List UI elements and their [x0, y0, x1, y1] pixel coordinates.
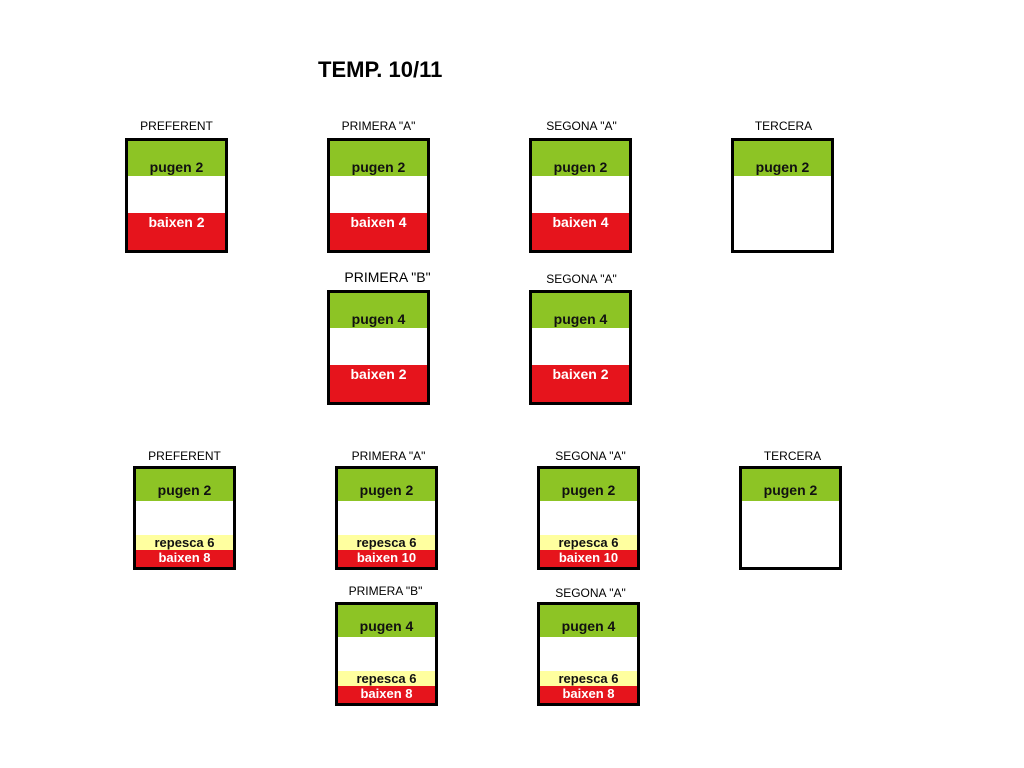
- division-box-tercera: pugen 2: [731, 138, 834, 253]
- relegation-text: baixen 8: [562, 686, 615, 701]
- promotion-text: pugen 4: [561, 618, 616, 634]
- division-label-primera-a: PRIMERA "A": [351, 449, 426, 463]
- relegation-band: baixen 10: [540, 550, 637, 567]
- division-box-segona-a-group-2: pugen 4 repesca 6 baixen 8: [537, 602, 640, 706]
- promotion-text: pugen 4: [351, 311, 406, 327]
- division-label-preferent: PREFERENT: [140, 119, 213, 133]
- promotion-band: pugen 2: [330, 141, 427, 176]
- playoff-band: repesca 6: [136, 535, 233, 550]
- promotion-band: pugen 2: [128, 141, 225, 176]
- division-label-segona-a: SEGONA "A": [555, 449, 626, 463]
- relegation-band: baixen 8: [338, 686, 435, 703]
- division-box-preferent: pugen 2 repesca 6 baixen 8: [133, 466, 236, 570]
- page-title: TEMP. 10/11: [318, 57, 443, 82]
- division-box-tercera: pugen 2: [739, 466, 842, 570]
- promotion-text: pugen 2: [755, 159, 810, 175]
- promotion-text: pugen 2: [351, 159, 406, 175]
- relegation-band: baixen 8: [540, 686, 637, 703]
- relegation-text: baixen 2: [350, 366, 407, 382]
- relegation-text: baixen 4: [350, 214, 407, 230]
- division-box-primera-a: pugen 2 baixen 4: [327, 138, 430, 253]
- division-label-segona-a-group-2: SEGONA "A": [555, 586, 626, 600]
- promotion-band: pugen 4: [540, 605, 637, 637]
- division-label-primera-a: PRIMERA "A": [341, 119, 416, 133]
- promotion-band: pugen 2: [338, 469, 435, 501]
- division-label-primera-b: PRIMERA "B": [344, 269, 431, 285]
- relegation-band: baixen 2: [532, 365, 629, 402]
- division-box-primera-b: pugen 4 repesca 6 baixen 8: [335, 602, 438, 706]
- promotion-band: pugen 2: [136, 469, 233, 501]
- relegation-band: baixen 4: [330, 213, 427, 250]
- division-label-primera-b: PRIMERA "B": [348, 584, 423, 598]
- promotion-band: pugen 2: [532, 141, 629, 176]
- division-box-primera-b: pugen 4 baixen 2: [327, 290, 430, 405]
- playoff-band: repesca 6: [540, 671, 637, 686]
- division-box-preferent: pugen 2 baixen 2: [125, 138, 228, 253]
- division-box-segona-a: pugen 2 baixen 4: [529, 138, 632, 253]
- relegation-band: baixen 2: [330, 365, 427, 402]
- promotion-band: pugen 4: [532, 293, 629, 328]
- relegation-text: baixen 8: [360, 686, 413, 701]
- relegation-band: baixen 2: [128, 213, 225, 250]
- promotion-band: pugen 2: [540, 469, 637, 501]
- division-label-segona-a: SEGONA "A": [546, 119, 617, 133]
- playoff-band: repesca 6: [338, 671, 435, 686]
- playoff-text: repesca 6: [558, 535, 619, 550]
- playoff-text: repesca 6: [154, 535, 215, 550]
- promotion-band: pugen 2: [734, 141, 831, 176]
- division-label-tercera: TERCERA: [763, 449, 822, 463]
- relegation-band: baixen 10: [338, 550, 435, 567]
- relegation-text: baixen 10: [558, 550, 619, 565]
- relegation-text: baixen 8: [158, 550, 211, 565]
- division-label-tercera: TERCERA: [754, 119, 813, 133]
- relegation-text: baixen 4: [552, 214, 609, 230]
- division-label-segona-a-group-2: SEGONA "A": [546, 272, 617, 286]
- promotion-text: pugen 2: [157, 482, 212, 498]
- relegation-band: baixen 4: [532, 213, 629, 250]
- promotion-text: pugen 2: [149, 159, 204, 175]
- promotion-text: pugen 4: [553, 311, 608, 327]
- division-box-segona-a: pugen 2 repesca 6 baixen 10: [537, 466, 640, 570]
- relegation-band: baixen 8: [136, 550, 233, 567]
- promotion-band: pugen 4: [338, 605, 435, 637]
- division-box-primera-a: pugen 2 repesca 6 baixen 10: [335, 466, 438, 570]
- promotion-text: pugen 2: [359, 482, 414, 498]
- promotion-text: pugen 2: [553, 159, 608, 175]
- playoff-text: repesca 6: [558, 671, 619, 686]
- promotion-band: pugen 4: [330, 293, 427, 328]
- promotion-text: pugen 2: [561, 482, 616, 498]
- playoff-text: repesca 6: [356, 671, 417, 686]
- promotion-text: pugen 4: [359, 618, 414, 634]
- promotion-band: pugen 2: [742, 469, 839, 501]
- division-label-preferent: PREFERENT: [148, 449, 221, 463]
- playoff-band: repesca 6: [540, 535, 637, 550]
- relegation-text: baixen 10: [356, 550, 417, 565]
- division-box-segona-a-group-2: pugen 4 baixen 2: [529, 290, 632, 405]
- playoff-band: repesca 6: [338, 535, 435, 550]
- promotion-text: pugen 2: [763, 482, 818, 498]
- relegation-text: baixen 2: [148, 214, 205, 230]
- relegation-text: baixen 2: [552, 366, 609, 382]
- playoff-text: repesca 6: [356, 535, 417, 550]
